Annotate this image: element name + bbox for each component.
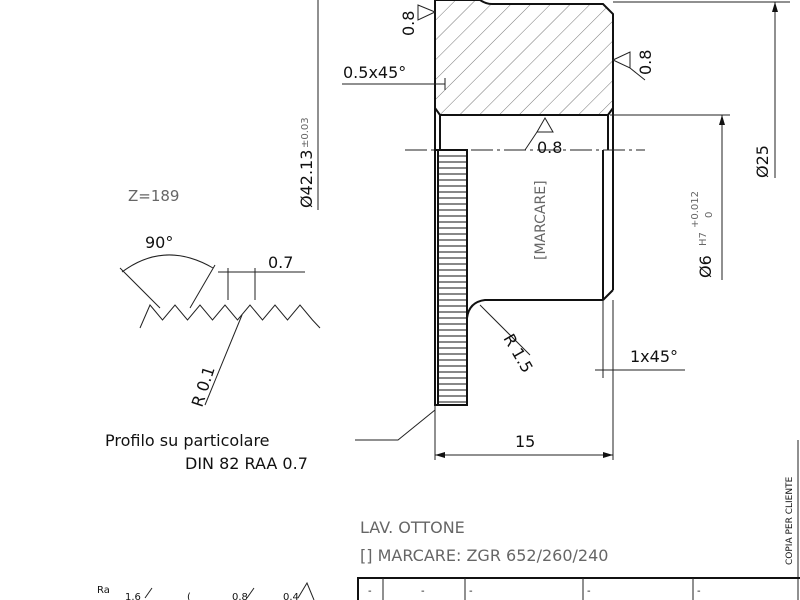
roughness-value: 0.4 bbox=[283, 592, 299, 600]
tooth-profile-detail bbox=[119, 254, 321, 406]
marking-note: [] MARCARE: ZGR 652/260/240 bbox=[360, 546, 608, 565]
title-block: - - - - - bbox=[357, 577, 800, 600]
roughness-check-icon bbox=[144, 581, 315, 600]
knurled-surface bbox=[434, 149, 468, 406]
material-note: LAV. OTTONE bbox=[360, 518, 465, 537]
roughness-value: 0.8 bbox=[232, 592, 248, 600]
hatched-section bbox=[434, 0, 614, 116]
title-cell: - bbox=[421, 586, 425, 597]
roughness-value: ( bbox=[187, 592, 191, 600]
angle-label: 90° bbox=[145, 233, 173, 252]
side-label: COPIA PER CLIENTE bbox=[785, 476, 795, 565]
title-cell: - bbox=[368, 586, 372, 597]
note-leader bbox=[355, 409, 436, 441]
title-cell: - bbox=[587, 586, 591, 597]
roughness-value: 1.6 bbox=[125, 592, 141, 600]
note-line-1: Profilo su particolare bbox=[105, 431, 270, 450]
roughness-legend-label: Ra bbox=[97, 585, 110, 596]
diameter-6-label: Ø6 bbox=[696, 255, 715, 278]
chamfer-bottom-label: 1x45° bbox=[630, 347, 678, 366]
title-cell: - bbox=[697, 586, 701, 597]
pitch-label: 0.7 bbox=[268, 253, 293, 272]
fillet-label: R 1.5 bbox=[500, 331, 537, 377]
part-outline bbox=[434, 108, 614, 319]
marking-label: [MARCARE] bbox=[533, 180, 549, 260]
diameter-outer-label: Ø42.13 bbox=[297, 150, 316, 208]
roughness-bore-label: 0.8 bbox=[537, 138, 562, 157]
chamfer-top-label: 0.5x45° bbox=[343, 63, 406, 82]
diameter-6-fit: H7 bbox=[698, 232, 709, 246]
diameter-outer-tol: ±0.03 bbox=[300, 117, 311, 148]
dimension-lines bbox=[317, 0, 790, 460]
title-cell: - bbox=[469, 586, 473, 597]
roughness-right-label: 0.8 bbox=[636, 50, 655, 75]
roughness-top-label: 0.8 bbox=[399, 11, 418, 36]
diameter-6-tol-lower: 0 bbox=[704, 212, 715, 218]
diameter-25-label: Ø25 bbox=[753, 145, 772, 178]
length-label: 15 bbox=[515, 432, 535, 451]
diameter-6-tol-upper: +0.012 bbox=[690, 191, 701, 228]
teeth-count-label: Z=189 bbox=[128, 187, 179, 205]
note-line-2: DIN 82 RAA 0.7 bbox=[185, 454, 308, 473]
radius-label: R 0.1 bbox=[188, 364, 219, 409]
